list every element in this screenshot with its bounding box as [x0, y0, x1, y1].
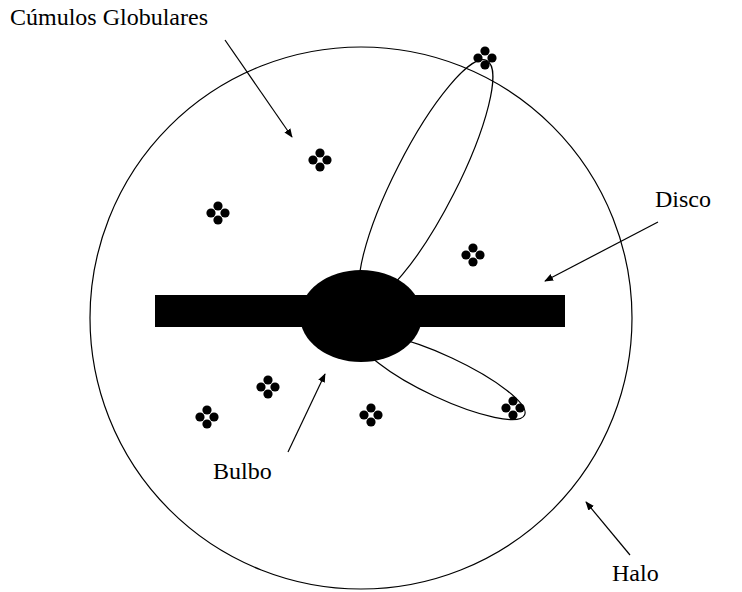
cluster-star [475, 250, 484, 259]
cluster-star [256, 382, 265, 391]
leader-arrow [225, 40, 292, 137]
cluster-star [461, 250, 470, 259]
cluster-star [209, 412, 218, 421]
cluster-star [480, 46, 489, 55]
cluster-star [263, 389, 272, 398]
cluster-star [270, 382, 279, 391]
cluster-star [202, 419, 211, 428]
cluster-star [206, 208, 215, 217]
cluster-star [487, 53, 496, 62]
part-label: Halo [612, 560, 659, 586]
cluster-star [366, 417, 375, 426]
globular-clusters [195, 46, 524, 428]
cluster-star [213, 201, 222, 210]
cluster-star [508, 396, 517, 405]
cluster-star [202, 405, 211, 414]
cluster-star [220, 208, 229, 217]
cluster-star [480, 60, 489, 69]
cluster-star [322, 155, 331, 164]
cluster-star [366, 403, 375, 412]
cluster-star [473, 53, 482, 62]
cluster-star [359, 410, 368, 419]
cluster-star [315, 148, 324, 157]
cluster-star [213, 215, 222, 224]
bulge-ellipse [300, 270, 422, 362]
part-label: Cúmulos Globulares [10, 4, 208, 30]
cluster-star [468, 243, 477, 252]
cluster-star [315, 162, 324, 171]
cluster-star [263, 375, 272, 384]
part-label: Disco [655, 186, 711, 212]
leader-arrow [586, 502, 630, 555]
leader-arrow [288, 374, 325, 452]
cluster-star [308, 155, 317, 164]
leader-arrow [545, 222, 658, 281]
cluster-star [195, 412, 204, 421]
halo-circle [90, 47, 632, 589]
cluster-star [508, 410, 517, 419]
cluster-star [515, 403, 524, 412]
part-label: Bulbo [213, 458, 272, 484]
cluster-star [373, 410, 382, 419]
cluster-star [468, 257, 477, 266]
cluster-star [501, 403, 510, 412]
